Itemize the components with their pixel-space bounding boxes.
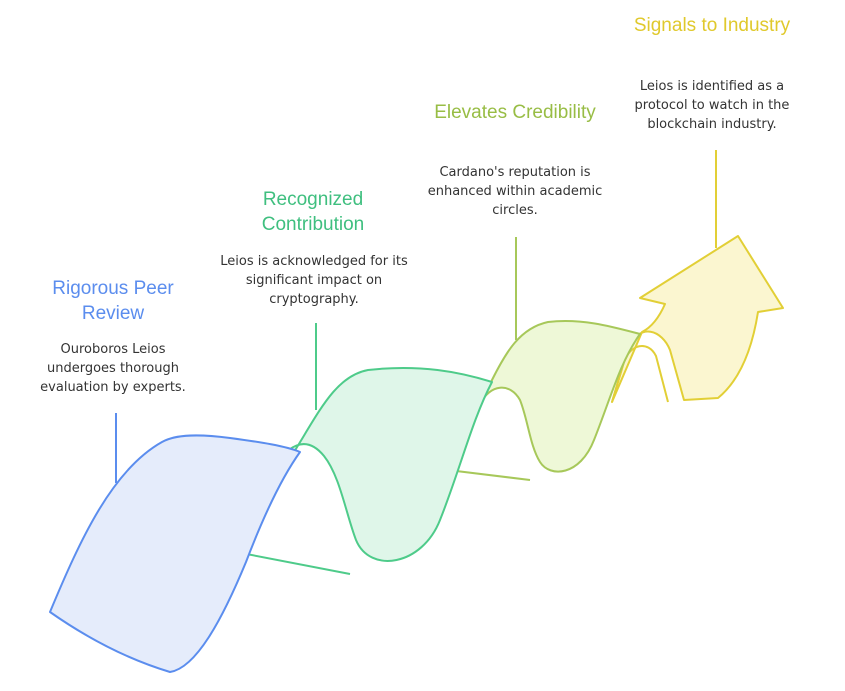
stage-3-description: Cardano's reputation is enhanced within …	[427, 165, 603, 218]
ribbon-stage-3	[447, 319, 641, 473]
stage-3-title: Elevates Credibility	[434, 102, 596, 123]
ribbon-stage-2-edge	[235, 551, 351, 575]
stage-4-title: Signals to Industry	[633, 15, 791, 36]
ribbon-stage-2	[235, 366, 493, 562]
ribbon-stage-4	[611, 235, 784, 403]
ribbon-stage-1	[49, 434, 301, 673]
ribbon-stage-3-edge	[447, 469, 531, 481]
stage-1-description: Ouroboros Leios undergoes thorough evalu…	[40, 342, 186, 395]
stage-1-title: Rigorous Peer Review	[52, 278, 174, 324]
stage-4-description: Leios is identified as a protocol to wat…	[634, 79, 790, 132]
stage-2-description: Leios is acknowledged for its significan…	[220, 254, 408, 307]
stage-2-title: Recognized Contribution	[261, 189, 365, 235]
